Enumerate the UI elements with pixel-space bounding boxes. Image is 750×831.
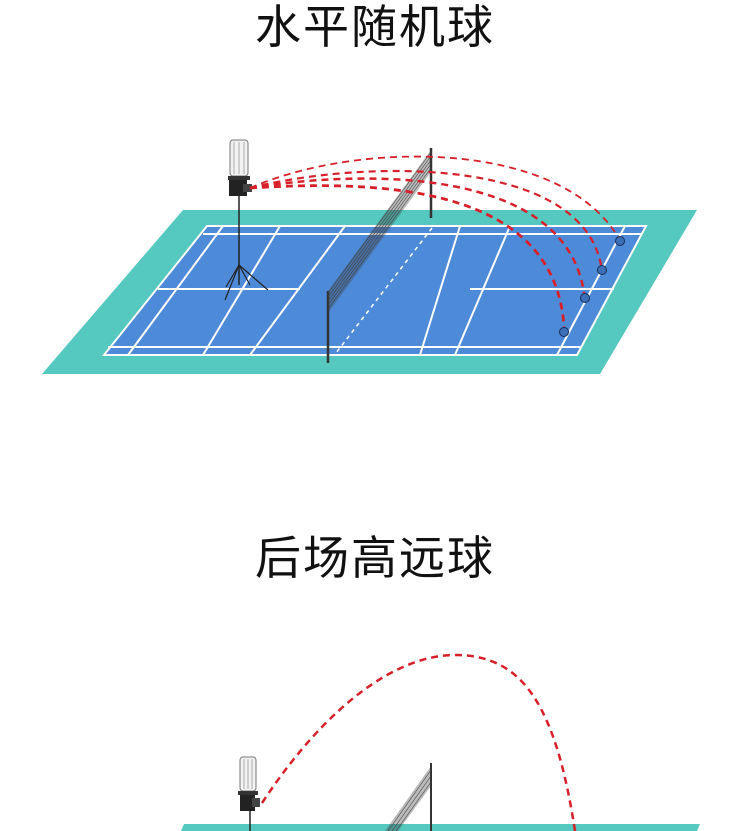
court-diagram-horizontal [42,139,697,374]
section-title-rear-court-clear: 后场高远球 [255,531,495,585]
trajectories-horizontal [249,155,619,328]
court-surround-2 [181,824,700,831]
trajectory-high-clear [260,653,577,831]
court-diagram-clear [181,653,700,831]
shuttle-launcher-2 [238,756,260,831]
net-2 [385,763,432,831]
section-title-horizontal-random: 水平随机球 [255,0,495,54]
shuttle-launcher [224,139,269,301]
net [326,148,433,363]
shuttle-markers [559,236,625,337]
